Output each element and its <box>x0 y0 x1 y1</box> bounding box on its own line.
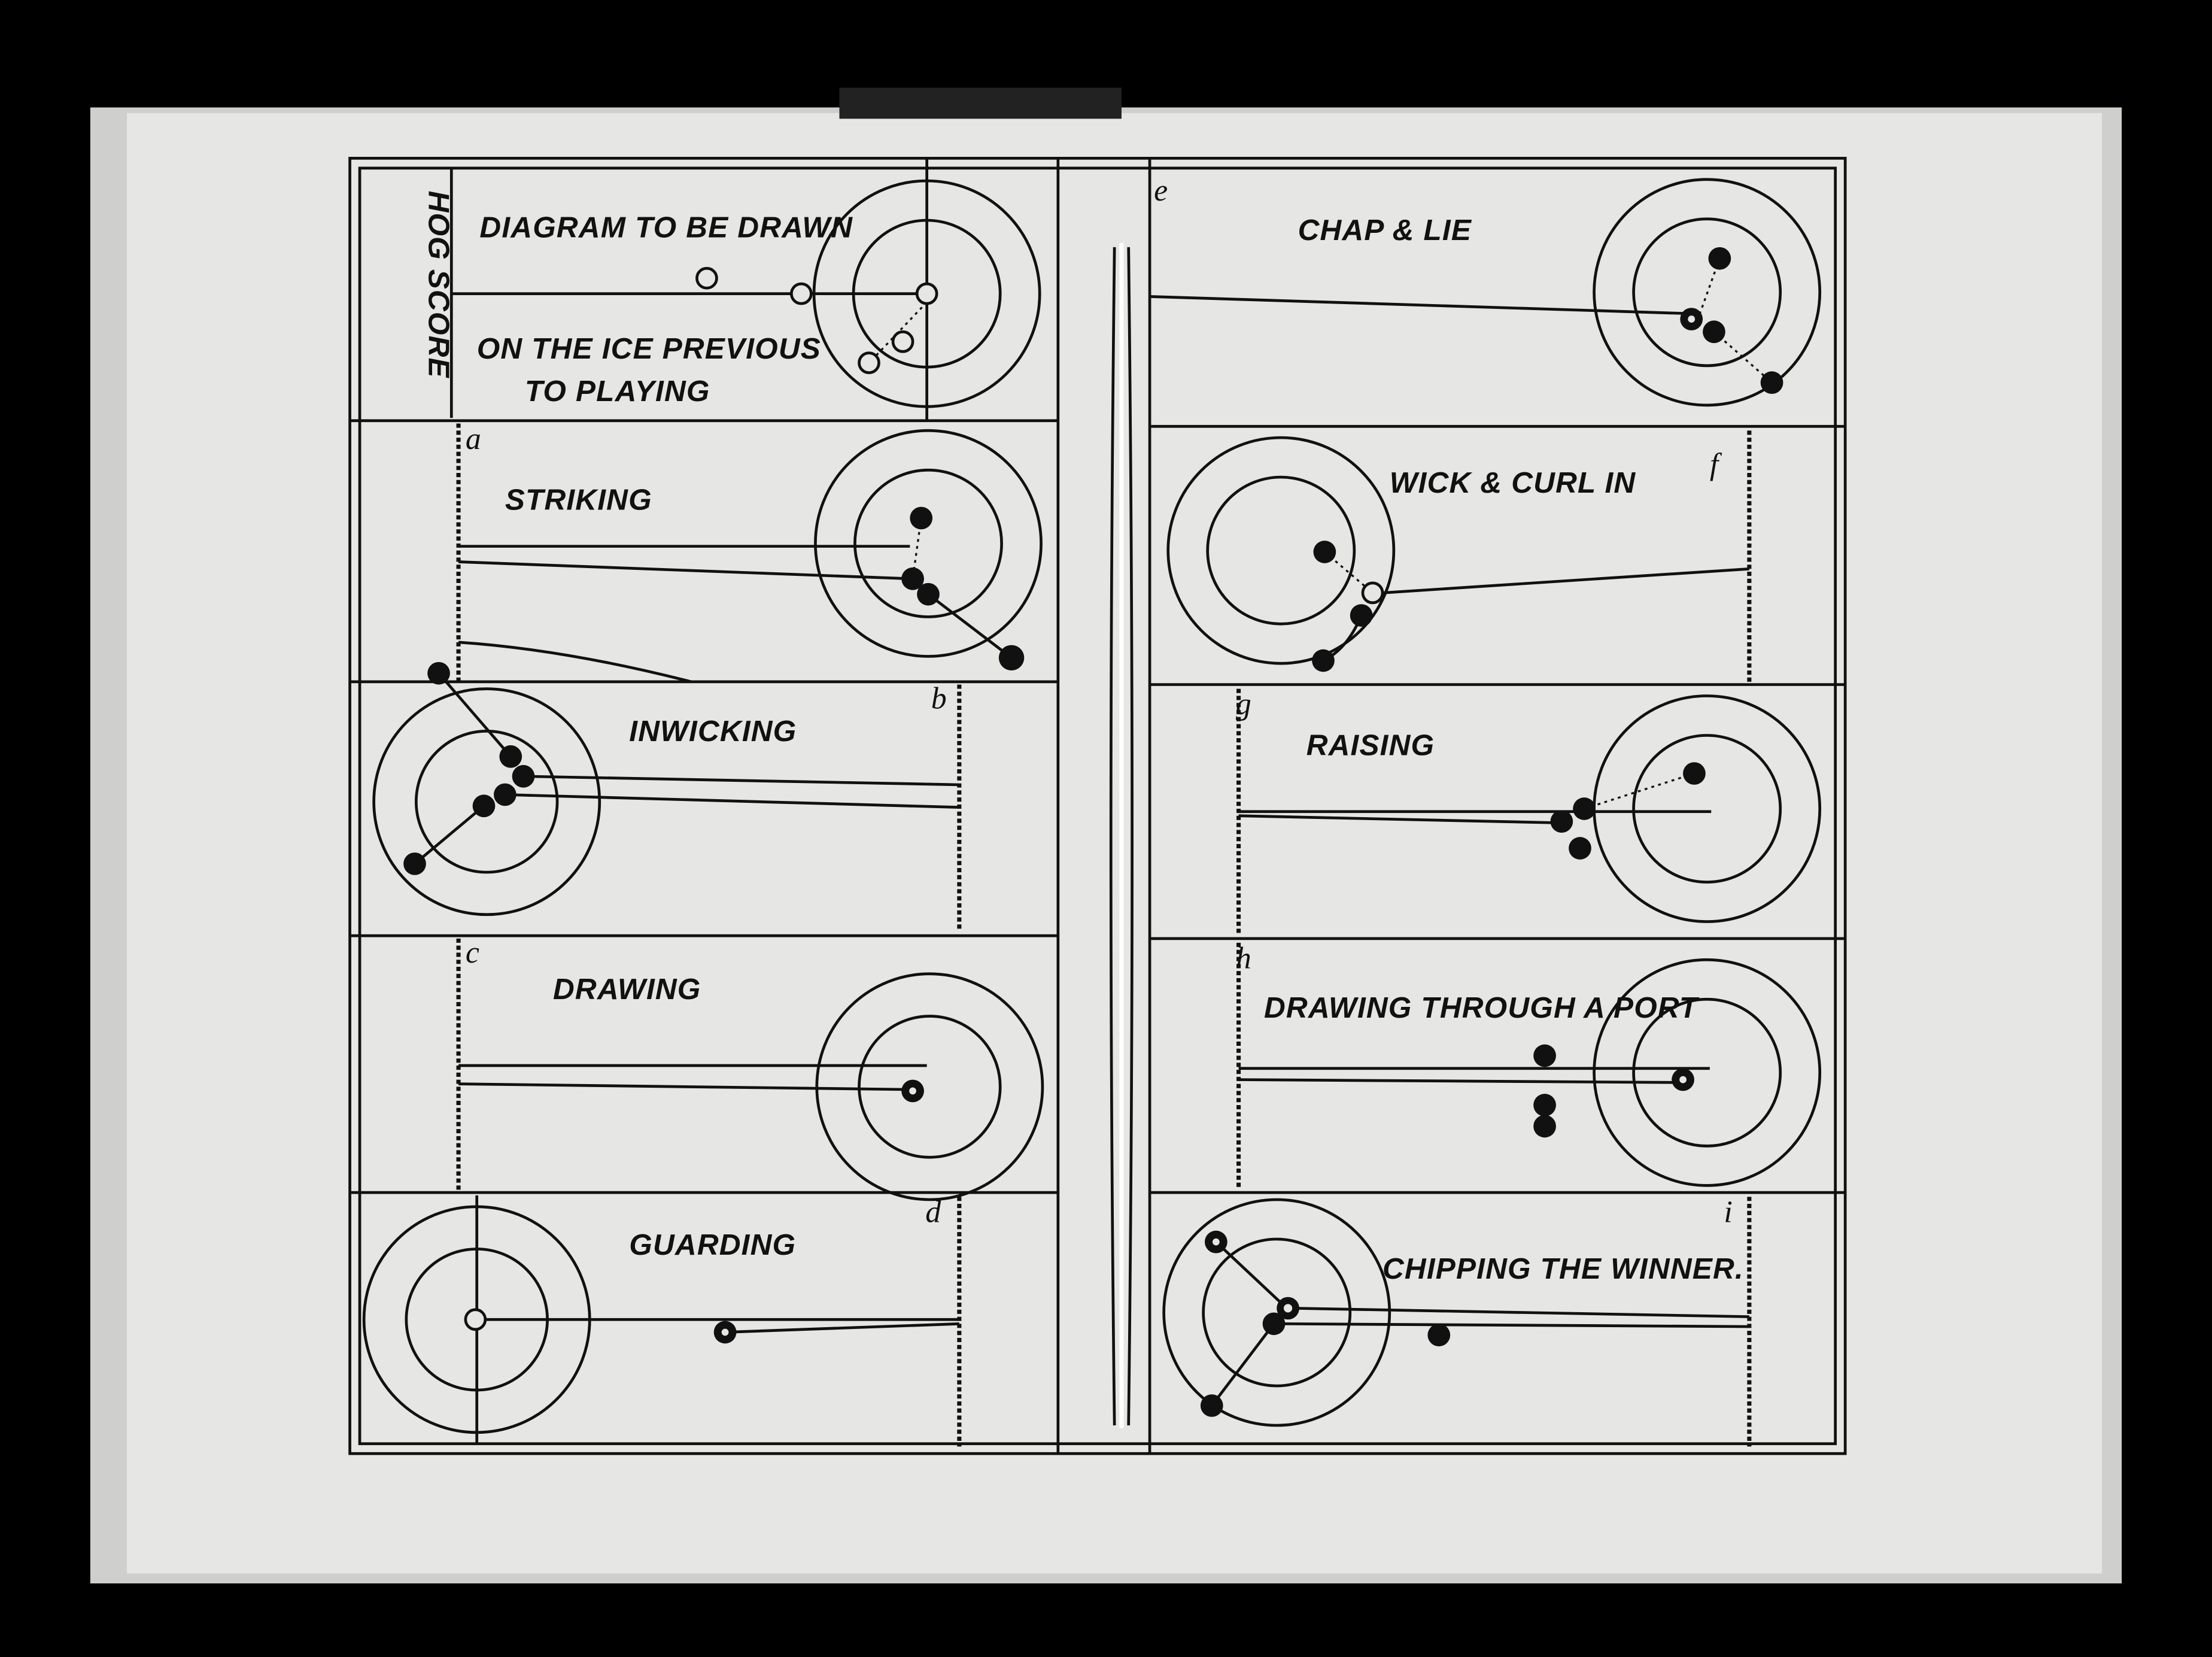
panel-title: STRIKING <box>505 483 652 516</box>
panel-chipping-the-winner: i CHIPPING THE WINNER. <box>1162 1195 1752 1447</box>
panel-title: CHAP & LIE <box>1298 214 1472 247</box>
panel-striking: a STRIKING <box>456 422 1043 682</box>
panel-title: GUARDING <box>629 1228 796 1261</box>
hog-score-label: HOG SCORE <box>423 191 455 379</box>
intro-line-1: DIAGRAM TO BE DRAWN <box>479 211 853 244</box>
panel-inwicking: b INWICKING <box>372 641 962 932</box>
panel-drawing-through-a-port: h DRAWING THROUGH A PORT <box>1236 941 1822 1190</box>
panel-title: DRAWING THROUGH A PORT <box>1264 991 1700 1024</box>
panel-title: WICK & CURL IN <box>1390 466 1636 499</box>
panel-title: DRAWING <box>553 973 701 1006</box>
intro-line-2: ON THE ICE PREVIOUS <box>477 332 821 365</box>
panel-title: INWICKING <box>629 715 797 748</box>
panel-letter: e <box>1154 174 1168 208</box>
panel-guarding: d GUARDING <box>362 1195 962 1447</box>
panel-letter: d <box>925 1195 941 1230</box>
panel-drawing: c DRAWING <box>456 936 1044 1201</box>
panel-letter: b <box>931 682 947 716</box>
panel-title: RAISING <box>1306 729 1435 761</box>
book-spine <box>1109 242 1134 1428</box>
panel-letter: c <box>466 936 479 970</box>
panel-wick-and-curl-in: f WICK & CURL IN <box>1166 430 1752 682</box>
panel-raising: g RAISING <box>1236 687 1822 936</box>
panel-letter: a <box>466 422 481 456</box>
panel-intro: HOG SCORE DIAGRAM TO BE DRAWN ON THE ICE… <box>423 158 1041 421</box>
binding-tab <box>839 87 1122 119</box>
intro-line-3: TO PLAYING <box>525 375 710 408</box>
panel-chap-and-lie: e CHAP & LIE <box>1149 174 1822 407</box>
panel-letter: i <box>1724 1195 1732 1230</box>
diagram-frame <box>348 157 1847 1455</box>
panel-title: CHIPPING THE WINNER. <box>1382 1252 1744 1285</box>
curling-stones <box>695 266 938 374</box>
